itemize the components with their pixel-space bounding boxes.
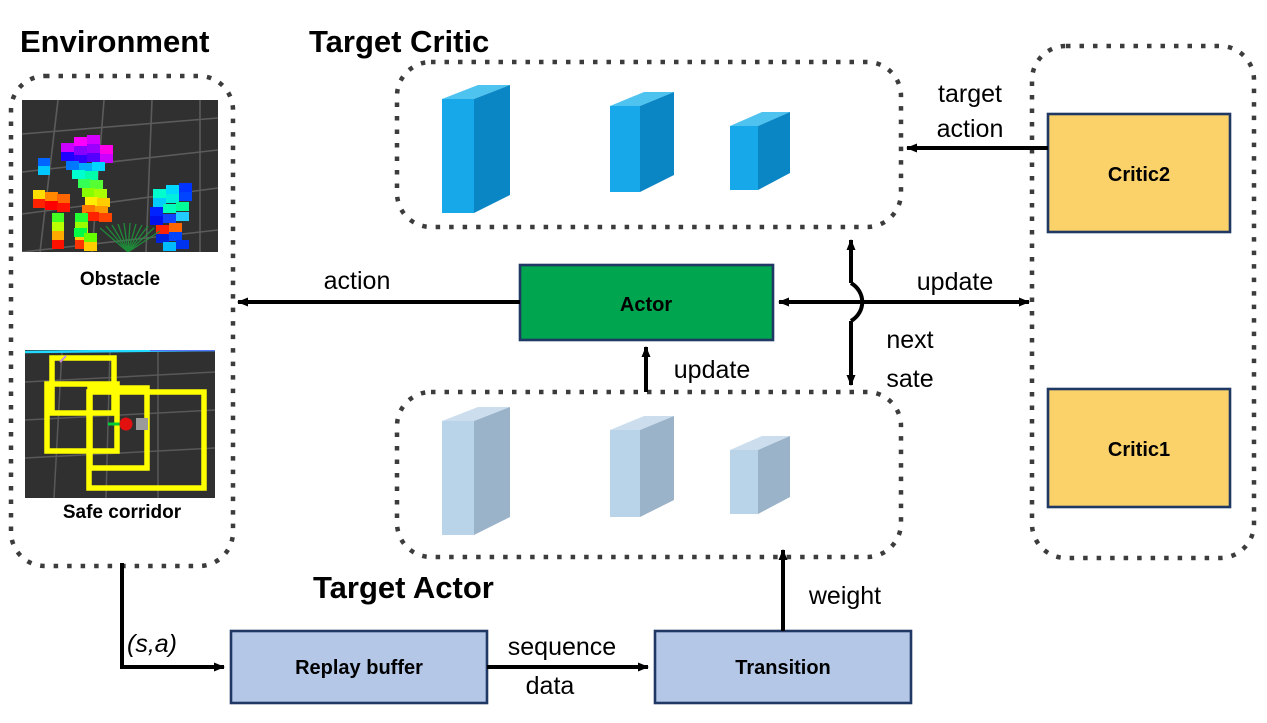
arrow-state-action [120, 563, 225, 672]
target-critic-network-bars [442, 85, 790, 213]
transition-label: Transition [735, 657, 831, 679]
label-target-action-line2: action [937, 115, 1004, 143]
critic-bar-3 [730, 112, 790, 190]
target-actor-panel-border [394, 389, 904, 560]
critic-bar-2 [610, 92, 674, 192]
label-update-actor: update [674, 356, 750, 384]
label-action: action [324, 267, 391, 295]
box-replay-buffer[interactable]: Replay buffer [229, 629, 489, 705]
connector-arrows [120, 143, 1048, 672]
label-state-action: (s,a) [127, 630, 177, 658]
actor-bar-1 [442, 407, 510, 535]
corridor-boxes [44, 355, 207, 491]
title-environment: Environment [20, 24, 209, 59]
obstacle-voxels [33, 135, 192, 251]
replay-buffer-label: Replay buffer [295, 657, 423, 679]
thumbnail-obstacle [22, 100, 218, 252]
actor-label: Actor [620, 294, 672, 316]
label-next-state-line2: sate [886, 365, 933, 393]
box-critic1[interactable]: Critic1 [1046, 387, 1232, 509]
target-critic-panel-border [394, 59, 904, 230]
thumbnail-safe-corridor [25, 350, 215, 498]
box-critic2[interactable]: Critic2 [1046, 112, 1232, 234]
obstacle-scan-rays [99, 222, 161, 252]
label-target-action-line1: target [938, 80, 1002, 108]
wire-hop [849, 281, 865, 323]
label-sequence-line2: data [526, 672, 575, 700]
title-target-actor: Target Actor [313, 570, 494, 605]
label-weight: weight [808, 582, 881, 610]
label-sequence-line1: sequence [508, 633, 616, 661]
panel-target-critic [394, 59, 904, 230]
title-target-critic: Target Critic [309, 24, 489, 59]
box-transition[interactable]: Transition [653, 629, 913, 705]
label-next-state-line1: next [886, 326, 933, 354]
label-update-right: update [917, 268, 993, 296]
panel-target-actor [394, 389, 904, 560]
critic-bar-1 [442, 85, 510, 213]
box-actor[interactable]: Actor [518, 263, 775, 342]
critic1-label: Critic1 [1108, 439, 1170, 461]
critic2-label: Critic2 [1108, 164, 1170, 186]
obstacle-caption: Obstacle [80, 269, 160, 290]
actor-bar-2 [610, 416, 674, 517]
actor-bar-3 [730, 436, 790, 514]
safe-corridor-caption: Safe corridor [63, 502, 182, 523]
target-actor-network-bars [442, 407, 790, 535]
